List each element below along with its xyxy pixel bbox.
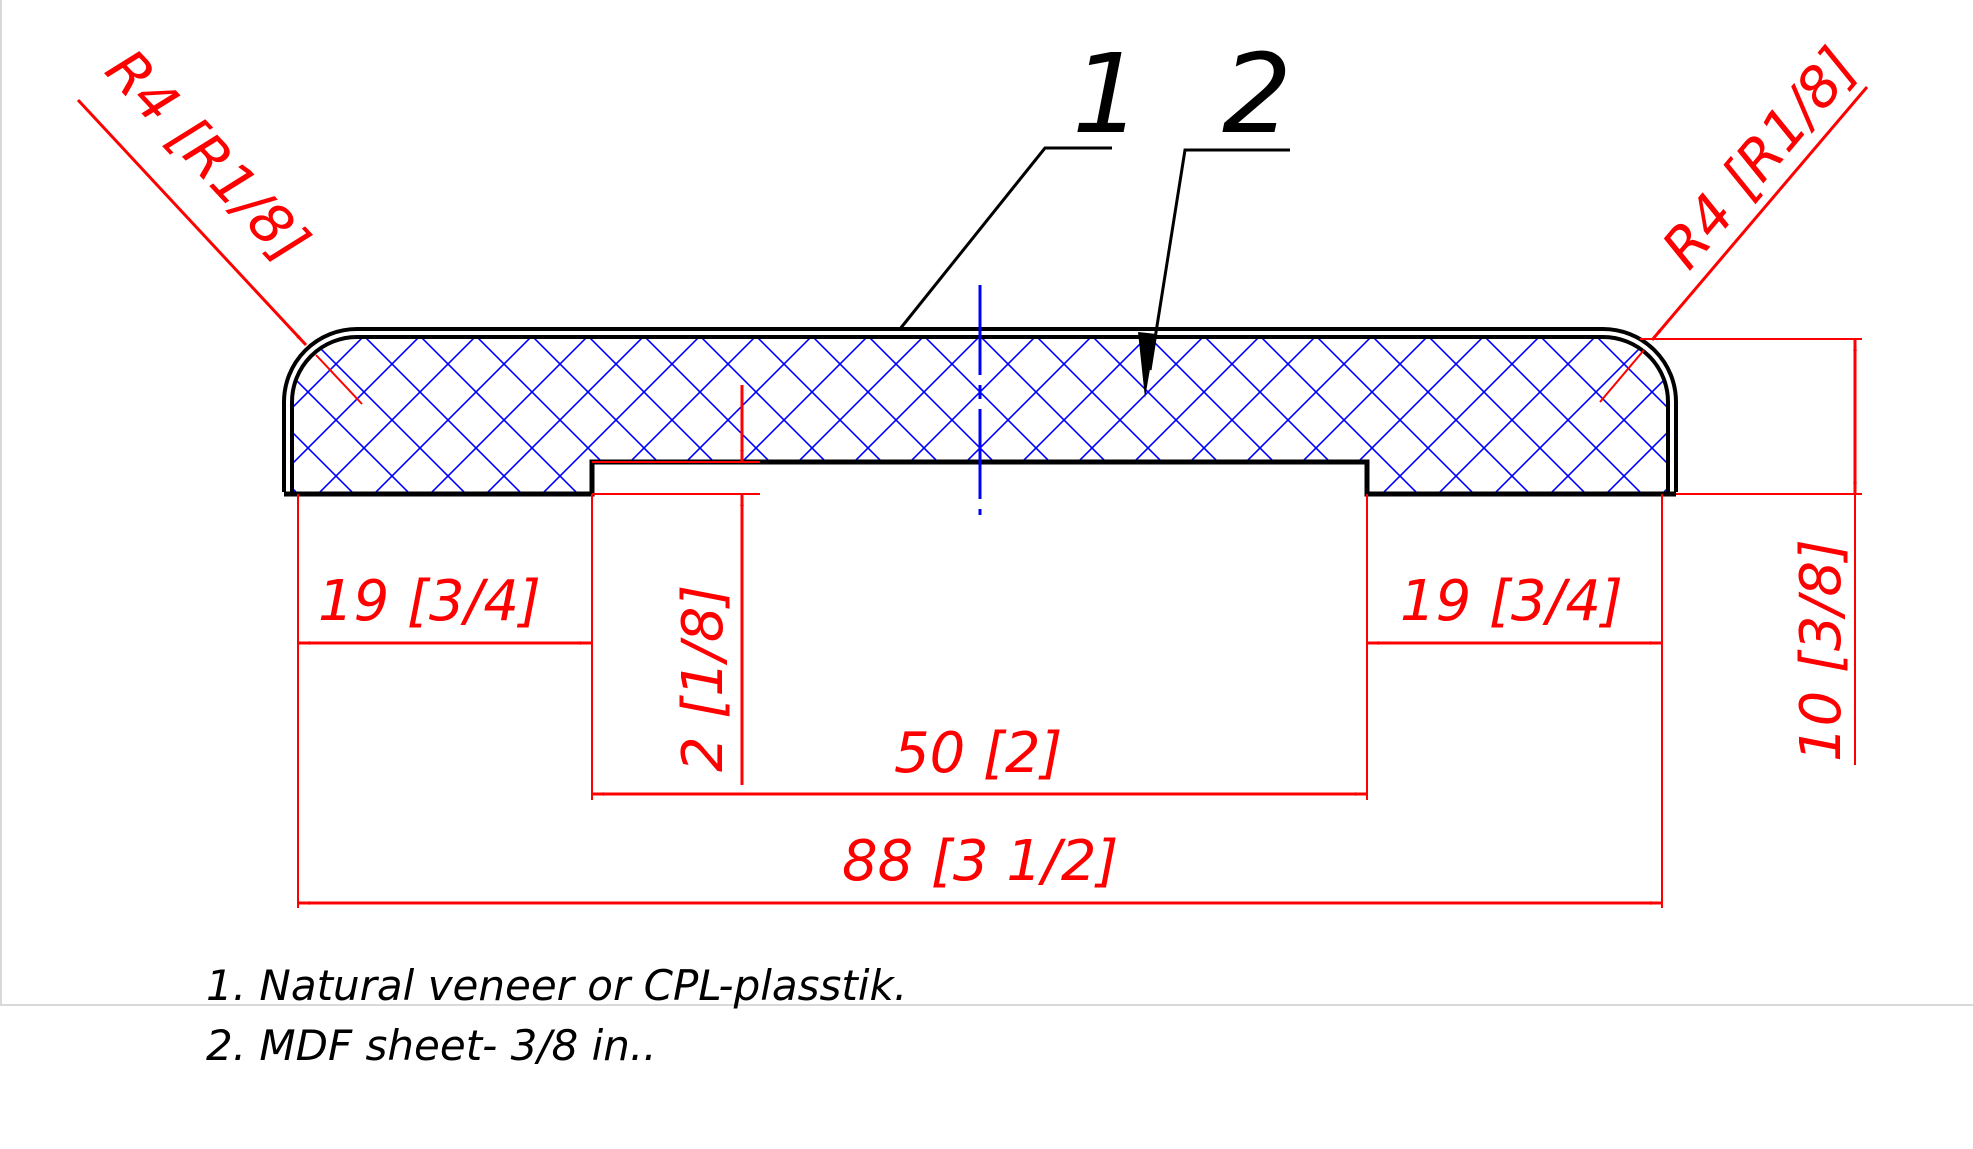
- hatch-line: [1672, 300, 1912, 540]
- callout-2-leader: [1148, 148, 1290, 371]
- hatch-line: [48, 300, 288, 540]
- hatch-line: [439, 337, 681, 492]
- hatch-line: [1840, 300, 1973, 540]
- hatch-line: [1728, 300, 1968, 540]
- hatch-line: [495, 337, 737, 492]
- callout-2-arrow: [1138, 332, 1156, 398]
- hatch-line: [48, 300, 288, 540]
- radius-right-leader: [1650, 86, 1869, 341]
- hatch-line: [1167, 337, 1409, 492]
- hatch-line: [1391, 337, 1633, 492]
- hatch-line: [1055, 337, 1297, 492]
- dim-left-flange-label: 19 [3/4]: [318, 569, 541, 634]
- hatch-line: [292, 337, 513, 492]
- hatch-line: [0, 300, 176, 540]
- hatch-line: [1335, 337, 1577, 492]
- callout-1-label: 1: [1072, 30, 1142, 158]
- hatch-line: [887, 337, 1129, 492]
- hatch-line: [1615, 337, 1668, 492]
- hatch-line: [0, 300, 232, 540]
- hatch-line: [0, 300, 64, 540]
- hatch-line: [1728, 300, 1968, 540]
- hatch-line: [1672, 300, 1912, 540]
- hatch-line: [292, 337, 345, 492]
- hatch-line: [327, 337, 569, 492]
- hatch-line: [831, 337, 1073, 492]
- radius-left-extension: [315, 354, 363, 405]
- hatch-line: [1952, 300, 1973, 540]
- callout-1-leader: [898, 146, 1112, 330]
- dim-groove-width-label: 50 [2]: [894, 721, 1062, 786]
- hatch-line: [1896, 300, 1973, 540]
- hatch-line: [0, 300, 64, 540]
- hatch-line: [1784, 300, 1973, 540]
- hatch-line: [1559, 337, 1668, 492]
- hatch-line: [1111, 337, 1353, 492]
- hatch-line: [719, 337, 961, 492]
- hatch-line: [383, 337, 625, 492]
- hatch-line: [292, 337, 457, 492]
- hatch-line: [0, 300, 120, 540]
- hatch-line: [292, 337, 401, 492]
- radius-left-leader: [76, 98, 308, 347]
- hatch-line: [292, 337, 345, 492]
- note-1: 1. Natural veneer or CPL-plasstik.: [206, 961, 907, 1010]
- hatch-line: [1896, 300, 1973, 540]
- dim-total-width-label: 88 [3 1/2]: [842, 829, 1118, 894]
- callout-2-label: 2: [1222, 30, 1292, 158]
- dim-groove-depth-label: 2 [1/8]: [671, 585, 736, 772]
- hatch-line: [999, 337, 1241, 492]
- hatch-line: [0, 300, 232, 540]
- radius-right-label: R4 [R1/8]: [1650, 36, 1870, 281]
- hatch-line: [0, 300, 120, 540]
- hatch-line: [0, 300, 176, 540]
- hatch-line: [1952, 300, 1973, 540]
- hatch-line: [663, 337, 905, 492]
- hatch-line: [1503, 337, 1668, 492]
- hatch-line: [1279, 337, 1521, 492]
- dim-right-flange-label: 19 [3/4]: [1400, 569, 1623, 634]
- hatch-line: [1784, 300, 1973, 540]
- hatch-line: [607, 337, 849, 492]
- hatch-line: [1223, 337, 1465, 492]
- note-2: 2. MDF sheet- 3/8 in..: [206, 1021, 657, 1070]
- hatch-line: [775, 337, 1017, 492]
- hatch-line: [551, 337, 793, 492]
- mdf-hatch-pattern: [0, 300, 1973, 540]
- hatch-line: [1615, 337, 1668, 492]
- dim-thickness-label: 10 [3/8]: [1789, 539, 1854, 762]
- radius-right-extension: [1599, 349, 1645, 403]
- hatch-line: [1840, 300, 1973, 540]
